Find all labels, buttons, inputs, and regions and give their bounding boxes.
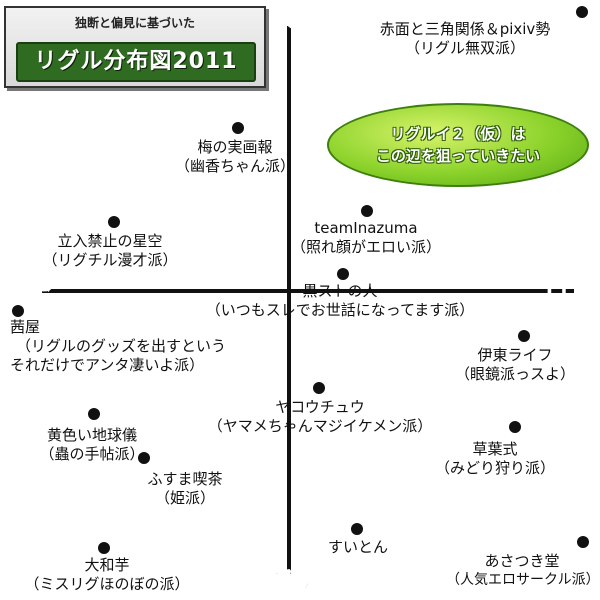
entry-label: 黄色い地球儀 （蟲の手帖派） (22, 426, 162, 464)
callout-line-2: この辺を狙っていきたい (375, 147, 541, 165)
entry-label: あさつき堂 （人気エロサークル派） (446, 552, 600, 590)
entry-note: （幽香ちゃん派） (174, 157, 295, 175)
entry-dot (361, 205, 373, 217)
callout-line-1: リグルイ２（仮）は (390, 125, 526, 143)
entry-dot (108, 216, 120, 228)
entry-note: （蟲の手帖派） (39, 445, 145, 463)
entry-name: 黄色い地球儀 (46, 426, 137, 444)
entry-dot (313, 382, 325, 394)
entry-name: 草葉式 (472, 440, 518, 458)
axis-label-top: 攻め (273, 7, 316, 32)
entry-dot (337, 268, 349, 280)
entry-name: 赤面と三角関係＆pixiv勢 (379, 20, 551, 38)
entry-name: teamInazuma (314, 219, 418, 237)
entry-dot (88, 408, 100, 420)
entry-name: 茜屋 (10, 318, 41, 336)
entry-label: 黒ストの人 （いつもスレでお世話になってます派） (160, 282, 520, 320)
entry-dot (509, 421, 521, 433)
entry-name: 黒ストの人 (302, 282, 378, 300)
entry-dot (351, 523, 363, 535)
chart-subtitle: 独断と偏見に基づいた (74, 16, 195, 30)
entry-note: （眼鏡派っスよ） (454, 365, 575, 383)
entry-name: 梅の実画報 (197, 138, 273, 156)
title-panel: 独断と偏見に基づいた リグル分布図2011 (4, 6, 266, 88)
axis-label-right: エロ (539, 281, 582, 306)
entry-label: 大和芋 （ミスリグほのぼの派） (2, 556, 212, 594)
callout-oval: リグルイ２（仮）は この辺を狙っていきたい (327, 103, 589, 187)
entry-note: （いつもスレでお世話になってます派） (205, 301, 475, 319)
entry-label: すいとん (303, 538, 413, 557)
horizontal-axis (42, 289, 574, 293)
entry-note: （ミスリグほのぼの派） (24, 575, 190, 593)
entry-dot (576, 6, 588, 18)
entry-label: 草葉式 （みどり狩り派） (420, 440, 570, 478)
axis-label-left: 健全 (8, 280, 51, 305)
entry-dot (232, 122, 244, 134)
entry-name: 立入禁止の星空 (57, 232, 163, 250)
entry-label: 梅の実画報 （幽香ちゃん派） (160, 138, 310, 176)
entry-note: （リグルのグッズを出すという (16, 337, 227, 355)
entry-name: 伊東ライフ (477, 346, 553, 364)
entry-name: すいとん (327, 538, 388, 556)
entry-dot (577, 536, 589, 548)
entry-label: ヤコウチュウ （ヤマメちゃんマジイケメン派） (170, 398, 470, 436)
entry-name: 大和芋 (84, 556, 130, 574)
entry-label: 立入禁止の星空 （リグチル漫才派） (30, 232, 190, 270)
entry-label: teamInazuma （照れ顔がエロい派） (266, 219, 466, 257)
entry-note: （リグル無双派） (404, 39, 525, 57)
entry-name: あさつき堂 (484, 552, 560, 570)
entry-note: （みどり狩り派） (434, 459, 555, 477)
entry-note: （姫派） (154, 489, 215, 507)
entry-dot (138, 452, 150, 464)
entry-note: （ヤマメちゃんマジイケメン派） (207, 417, 433, 435)
chart-title: リグル分布図2011 (16, 42, 256, 82)
entry-label: 赤面と三角関係＆pixiv勢 （リグル無双派） (340, 20, 590, 58)
entry-label: 茜屋 （リグルのグッズを出すという それだけでアンタ凄いよ派） (10, 318, 300, 375)
entry-note: （人気エロサークル派） (446, 572, 600, 588)
entry-note: （照れ顔がエロい派） (290, 238, 441, 256)
entry-dot (518, 330, 530, 342)
entry-note: （リグチル漫才派） (42, 251, 178, 269)
entry-label: 伊東ライフ （眼鏡派っスよ） (440, 346, 590, 384)
entry-name: ヤコウチュウ (275, 398, 365, 416)
entry-name: ふすま喫茶 (147, 470, 223, 488)
entry-dot (12, 305, 24, 317)
entry-label: ふすま喫茶 （姫派） (120, 470, 250, 508)
vertical-axis (287, 26, 291, 574)
entry-dot (98, 542, 110, 554)
axis-label-bottom: 受け (272, 569, 315, 594)
entry-note: それだけでアンタ凄いよ派） (10, 356, 205, 374)
